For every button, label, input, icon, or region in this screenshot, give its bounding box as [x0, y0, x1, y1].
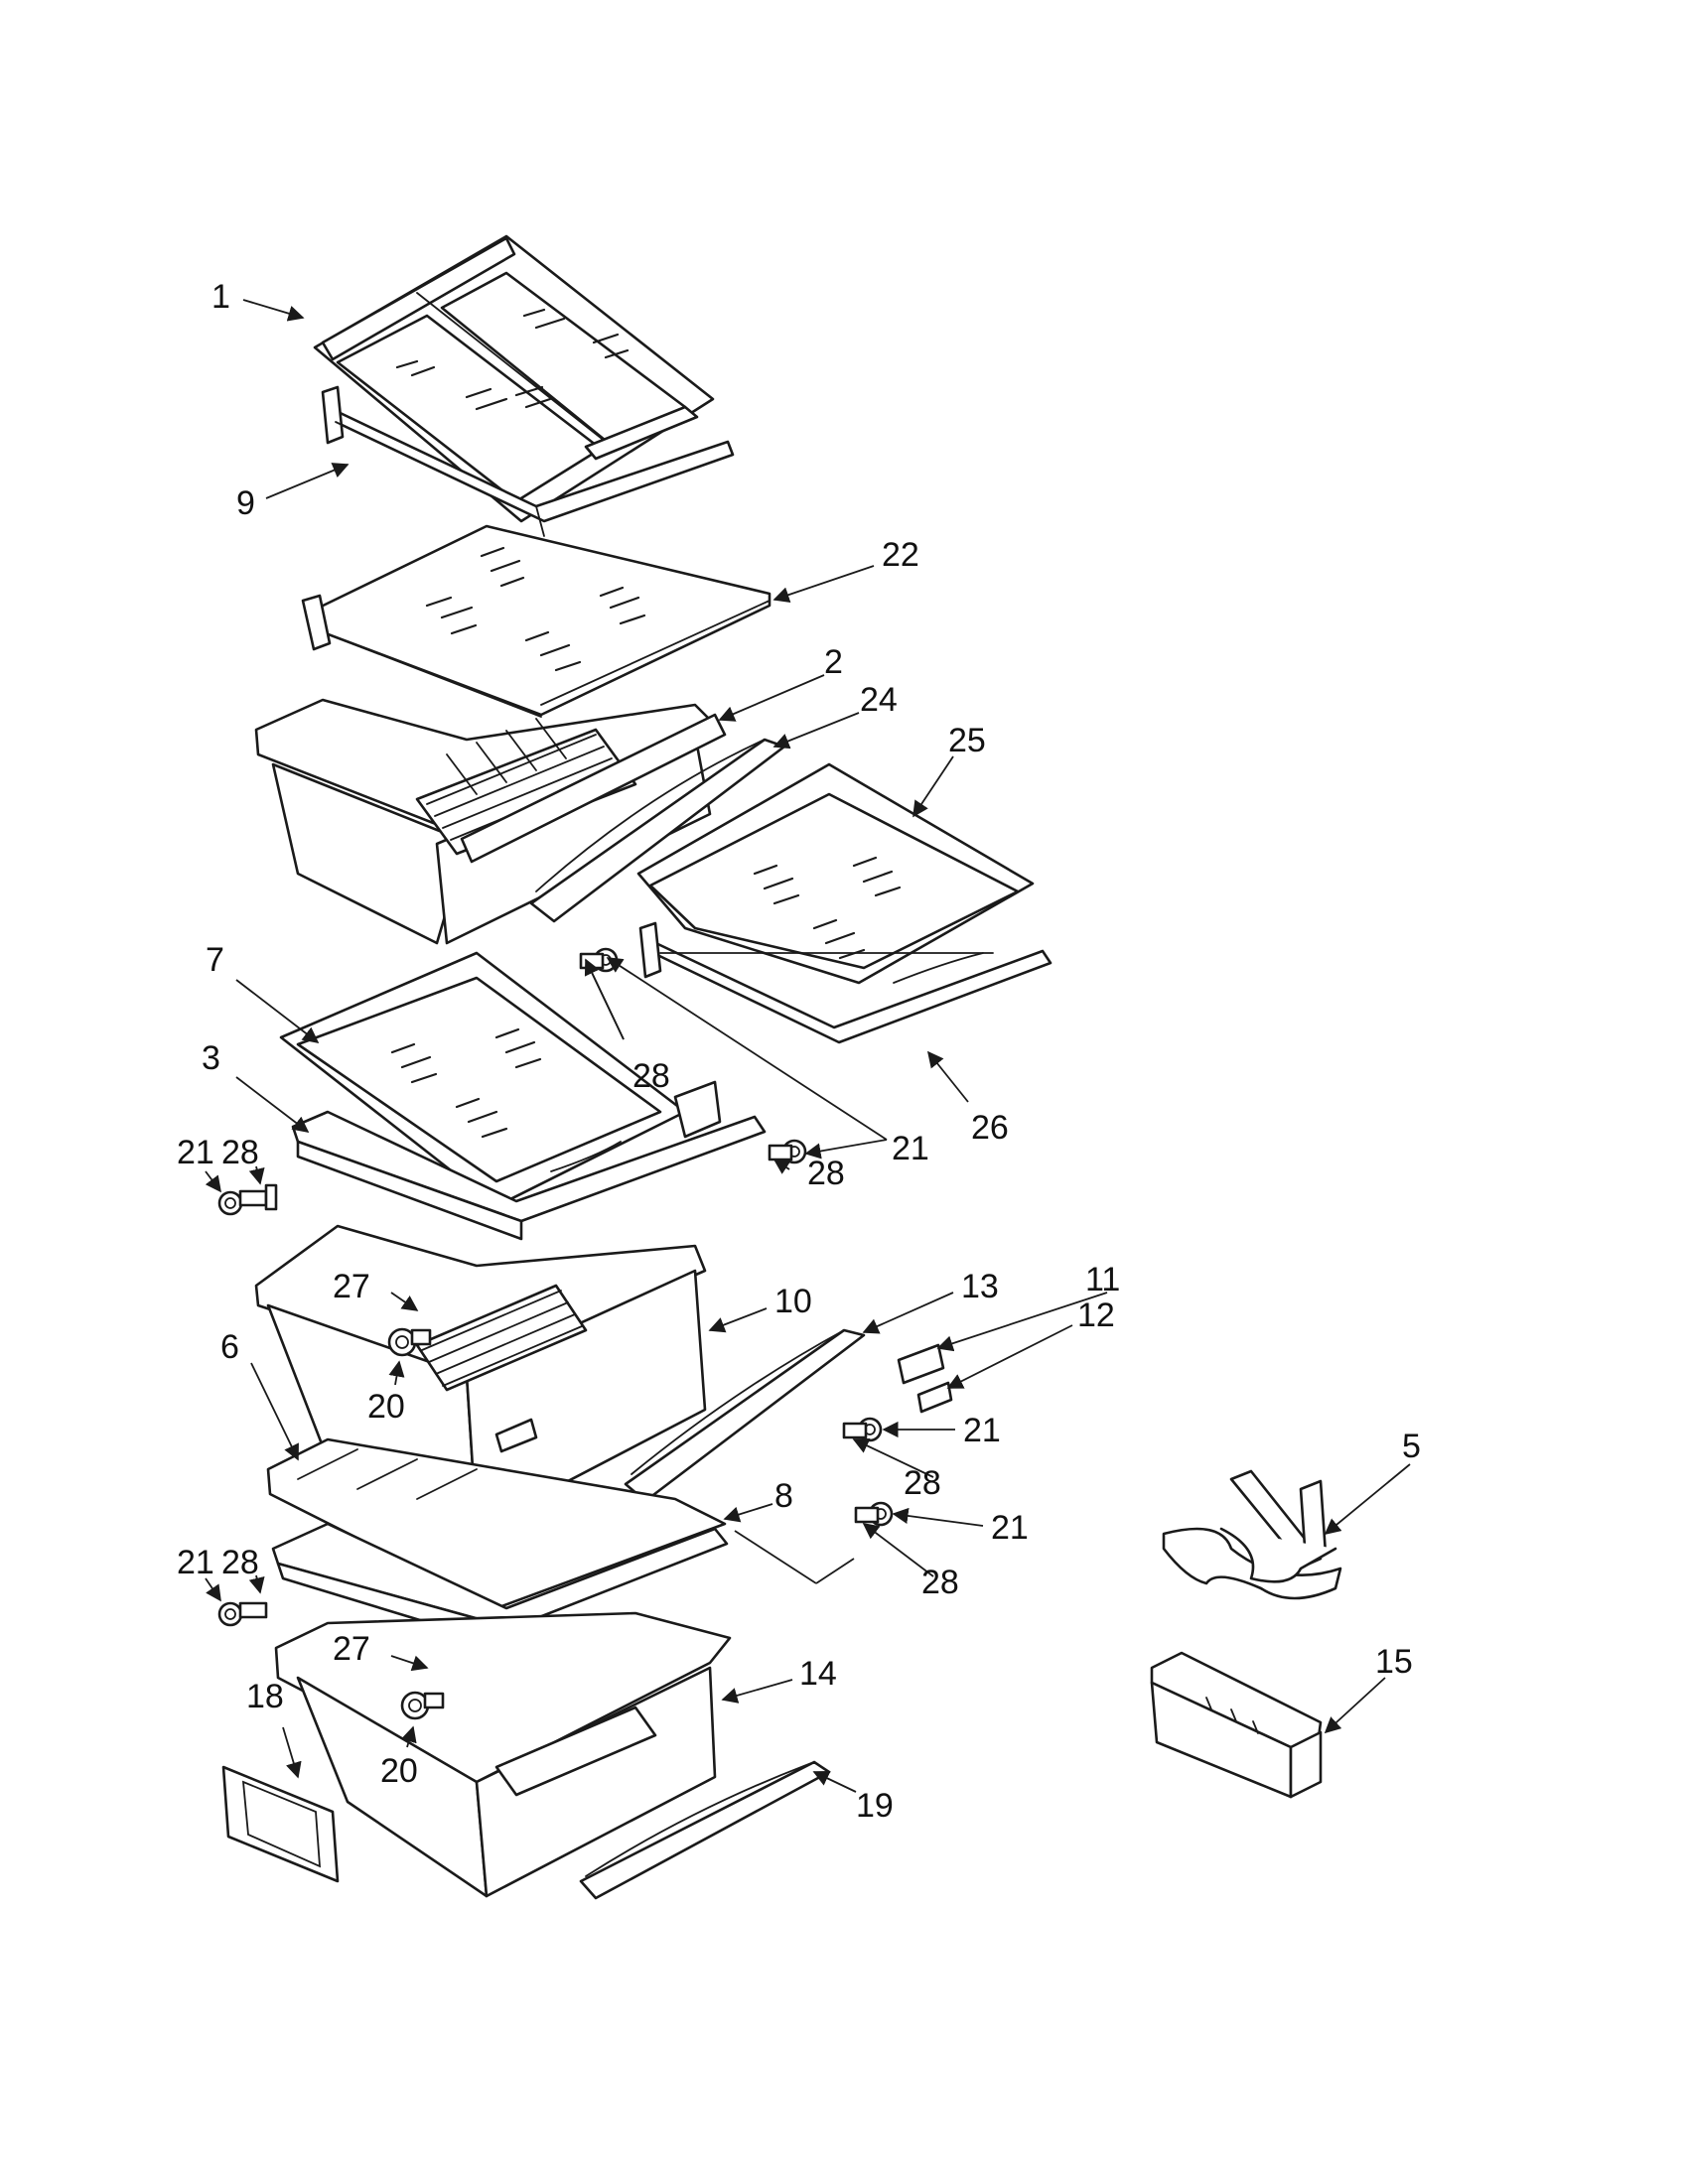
callout-28-b: 28 — [632, 1057, 670, 1095]
part-1-upper-shelf — [313, 234, 715, 523]
callout-19: 19 — [856, 1787, 894, 1825]
part-18-drawer-label — [221, 1765, 340, 1883]
callout-28-d: 28 — [904, 1464, 941, 1502]
callout-28-e: 28 — [221, 1544, 259, 1581]
callout-21-b: 21 — [892, 1130, 929, 1167]
callout-15: 15 — [1375, 1643, 1413, 1681]
part-7-glass-shelf-middle — [279, 951, 687, 1208]
callout-9: 9 — [236, 484, 255, 522]
callout-5: 5 — [1402, 1428, 1421, 1465]
callout-11: 11 — [1085, 1261, 1120, 1298]
part-26-shelf-frame-right — [638, 921, 1052, 1044]
callout-21-a: 21 — [177, 1134, 214, 1171]
part-3-shelf-frame-middle — [291, 1080, 767, 1241]
spacer-20-a — [387, 1327, 432, 1357]
callout-21-e: 21 — [991, 1509, 1029, 1547]
callout-25: 25 — [948, 722, 986, 759]
callout-27-a: 27 — [333, 1268, 370, 1305]
roller-21-a — [217, 1183, 278, 1216]
callout-10: 10 — [774, 1283, 812, 1320]
callout-3: 3 — [202, 1039, 220, 1077]
callout-28-a: 28 — [221, 1134, 259, 1171]
part-25-glass-shelf-right — [636, 762, 1035, 985]
callout-13: 13 — [961, 1268, 999, 1305]
spacer-20-b — [400, 1691, 445, 1720]
part-15-door-bin — [1150, 1651, 1323, 1799]
callout-21-d: 21 — [177, 1544, 214, 1581]
callout-14: 14 — [799, 1655, 837, 1693]
callout-28-c: 28 — [807, 1155, 845, 1192]
leader-lines — [205, 299, 1411, 1793]
roller-21-f — [217, 1601, 268, 1627]
part-5-can-rack — [1162, 1469, 1342, 1600]
callout-20-b: 20 — [380, 1752, 418, 1790]
roller-21-d — [842, 1417, 883, 1442]
callout-21-c: 21 — [963, 1412, 1001, 1449]
callout-28-f: 28 — [921, 1564, 959, 1601]
callout-26: 26 — [971, 1109, 1009, 1147]
callout-1: 1 — [211, 278, 230, 316]
callout-18: 18 — [246, 1678, 284, 1715]
part-9-shelf-frame — [321, 385, 735, 537]
callout-6: 6 — [220, 1328, 239, 1366]
callout-20-a: 20 — [367, 1388, 405, 1426]
part-11-12-handle-clips — [897, 1343, 953, 1414]
callout-24: 24 — [860, 681, 898, 719]
callout-12: 12 — [1077, 1297, 1115, 1334]
part-6-lower-cover — [266, 1437, 727, 1610]
callout-22: 22 — [882, 536, 919, 574]
callout-8: 8 — [774, 1477, 793, 1515]
callout-27-b: 27 — [333, 1630, 370, 1668]
callout-7: 7 — [206, 941, 224, 979]
part-2-upper-crisper-drawer — [254, 698, 727, 945]
part-22-glass-shelf — [301, 524, 772, 718]
part-14-bottom-crisper-drawer — [274, 1611, 732, 1898]
callout-2: 2 — [824, 643, 843, 681]
roller-21-e — [854, 1501, 894, 1527]
callout-labels: 1 9 22 2 24 25 26 7 3 21 28 28 21 28 27 … — [177, 278, 1421, 1825]
